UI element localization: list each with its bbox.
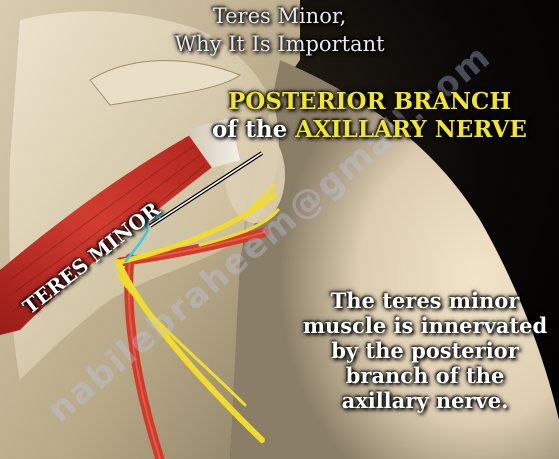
acromion-process (89, 60, 242, 106)
posterior-branch-nerve (123, 213, 161, 263)
headline-line-1: POSTERIOR BRANCH (228, 88, 512, 115)
axillary-nerve (115, 183, 280, 443)
headline-highlight: AXILLARY NERVE (295, 116, 527, 143)
headline-prefix: of the (212, 116, 296, 143)
title-line-2: Why It Is Important (174, 32, 385, 56)
title-line-1: Teres Minor, (212, 4, 347, 28)
headline-line-2: of the AXILLARY NERVE (212, 116, 527, 143)
description-text: The teres minor muscle is innervated by … (302, 288, 548, 413)
teres-minor-tendon (185, 118, 240, 168)
upper-arm-skin (230, 60, 559, 459)
